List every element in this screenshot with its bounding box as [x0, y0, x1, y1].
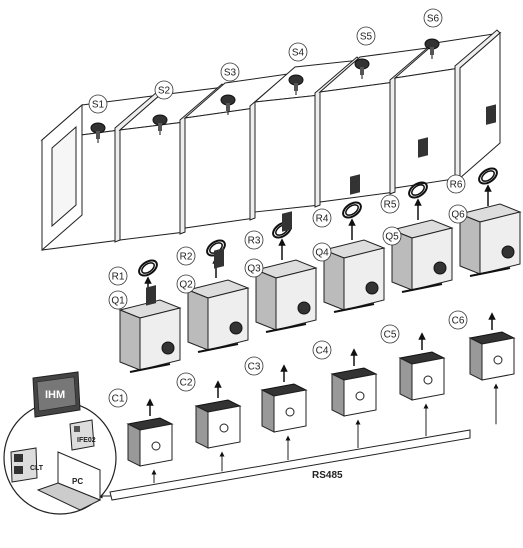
component-label-text: C5 — [384, 330, 397, 341]
component-label-text: R5 — [384, 200, 397, 211]
component-label: Q2 — [176, 274, 196, 294]
component-label-text: R4 — [316, 214, 329, 225]
component-label: Q1 — [108, 290, 128, 310]
sensor-cable-coil — [342, 201, 362, 219]
component-label: Q3 — [244, 258, 264, 278]
component-label: S5 — [356, 26, 376, 46]
temperature-sensor — [220, 94, 236, 115]
rs485-bus: RS485 — [109, 429, 471, 501]
communication-module — [126, 417, 174, 467]
circuit-breaker — [322, 174, 386, 313]
temperature-sensor — [288, 74, 304, 95]
pc-laptop: PC — [36, 451, 102, 511]
component-label-text: R2 — [180, 252, 193, 263]
component-label: R2 — [176, 246, 196, 266]
sensor-cable-coil — [478, 167, 498, 185]
component-label-text: C1 — [112, 394, 125, 405]
communication-module — [398, 351, 446, 401]
component-label: C5 — [380, 324, 400, 344]
duct-front-face — [394, 67, 461, 189]
circuit-breaker — [118, 285, 182, 373]
component-label-text: Q5 — [385, 232, 399, 243]
communication-module — [330, 367, 378, 417]
communication-module — [194, 399, 242, 449]
busway-duct — [40, 29, 502, 252]
component-label: R6 — [446, 174, 466, 194]
hmi-label: IHM — [45, 389, 65, 401]
device-columns — [97, 104, 522, 499]
component-label-text: R3 — [248, 236, 261, 247]
component-label-text: Q3 — [247, 264, 261, 275]
component-label: R3 — [244, 230, 264, 250]
gateway-device: CLT — [10, 447, 44, 483]
component-label: R1 — [108, 266, 128, 286]
component-label: C1 — [108, 388, 128, 408]
duct-front-face — [119, 121, 186, 241]
component-label-text: R6 — [450, 180, 463, 191]
component-label-text: S4 — [292, 48, 305, 59]
component-label: S4 — [288, 42, 308, 62]
component-label-text: S1 — [92, 100, 105, 111]
pc-label: PC — [72, 477, 83, 486]
hmi-device: IHM — [32, 371, 81, 418]
component-label-text: C3 — [248, 362, 261, 373]
sensor-cable-coil — [138, 259, 158, 277]
component-label-text: Q1 — [111, 296, 125, 307]
component-label: R5 — [380, 194, 400, 214]
component-label: S2 — [154, 80, 174, 100]
interface-module: IFE02 — [69, 419, 96, 451]
circuit-breaker — [186, 248, 250, 353]
temperature-sensor — [354, 58, 370, 79]
component-label-text: Q2 — [179, 280, 193, 291]
component-label: Q4 — [312, 242, 332, 262]
component-label: Q6 — [448, 204, 468, 224]
circuit-breaker — [390, 137, 454, 293]
component-label-text: R1 — [112, 272, 125, 283]
circuit-breaker — [458, 104, 522, 277]
component-label-text: C6 — [452, 316, 465, 327]
duct-front-face — [254, 94, 321, 213]
component-label: C2 — [176, 372, 196, 392]
component-label: C6 — [448, 310, 468, 330]
component-label-text: C2 — [180, 378, 193, 389]
circuit-breaker — [254, 211, 318, 333]
duct-end-cap — [459, 31, 501, 180]
temperature-sensor — [90, 122, 106, 143]
component-label-text: S2 — [158, 86, 171, 97]
duct-end-inner — [51, 125, 77, 228]
component-label: R4 — [312, 208, 332, 228]
interface-label: IFE02 — [77, 437, 96, 444]
temperature-sensor — [424, 38, 440, 59]
rs485-label: RS485 — [312, 470, 343, 481]
component-label-text: S6 — [427, 14, 440, 25]
communication-module — [468, 331, 516, 381]
component-label-text: S5 — [360, 32, 373, 43]
component-label-text: S3 — [224, 68, 237, 79]
component-label: S3 — [220, 62, 240, 82]
component-label: S6 — [423, 8, 443, 28]
component-label-text: C4 — [316, 346, 329, 357]
component-label: Q5 — [382, 226, 402, 246]
component-label-text: Q6 — [451, 210, 465, 221]
control-station: IHM IFE02 CLT PC — [3, 371, 117, 515]
temperature-sensors — [90, 38, 440, 143]
rs485-bus-line — [109, 429, 471, 501]
gateway-label: CLT — [30, 465, 44, 472]
component-label-text: Q4 — [315, 248, 329, 259]
sensor-cable-coil — [408, 181, 428, 199]
component-label: C4 — [312, 340, 332, 360]
component-label: S1 — [88, 94, 108, 114]
temperature-sensor — [152, 114, 168, 135]
duct-front-face — [184, 107, 256, 229]
communication-module — [260, 383, 308, 433]
component-label: C3 — [244, 356, 264, 376]
